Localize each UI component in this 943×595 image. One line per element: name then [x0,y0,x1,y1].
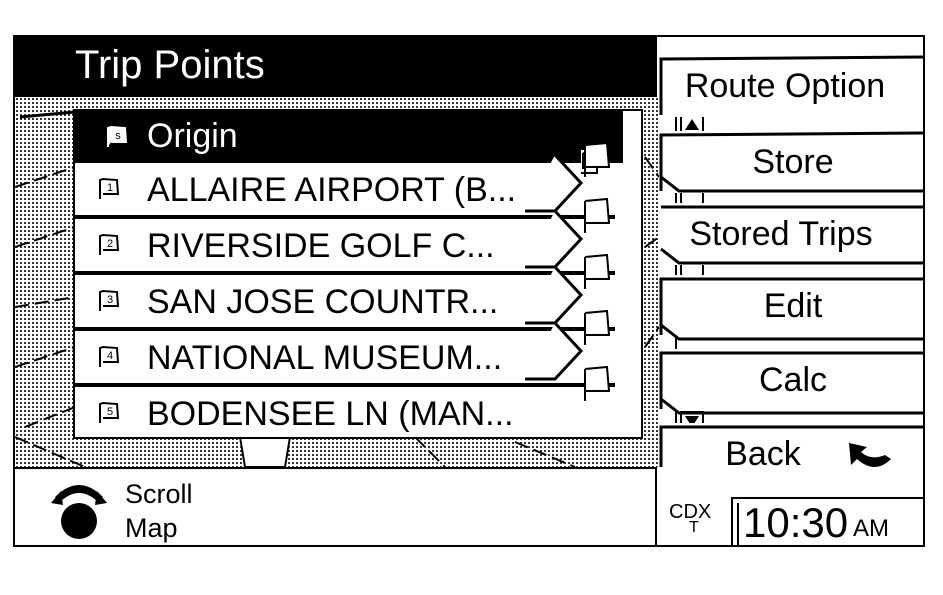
route-option-label: Route Option [684,67,886,105]
list-item-arrow [525,267,584,325]
flag-icon[interactable] [584,365,611,401]
clock-divider [737,503,739,545]
clock-box: 10:30 AM [731,497,923,546]
row-divider [75,327,615,331]
joystick-icon [51,485,107,539]
flag-icon: 3 [99,289,120,311]
nav-screen: Trip Points s Origin [13,35,925,547]
button-outline [660,205,923,265]
flag-icon: 5 [99,401,120,423]
row-divider [75,383,615,387]
list-item-label: SAN JOSE COUNTR... [147,283,499,321]
list-item-arrow [525,155,584,213]
flag-icon: 4 [99,345,120,367]
source-sub-label: T [689,519,699,536]
list-item[interactable]: 5 BODENSEE LN (MAN... [75,387,671,443]
svg-text:s: s [115,130,121,142]
arrow-up-icon[interactable] [685,119,699,130]
flag-icon[interactable] [584,141,611,177]
scroll-label: Scroll [125,479,193,509]
calc-button[interactable]: Calc [659,349,923,415]
status-area: CDX T 10:30 AM [655,467,923,546]
list-item-label: ALLAIRE AIRPORT (B... [147,171,517,209]
edit-label: Edit [763,287,823,325]
flag-icon[interactable] [584,309,611,345]
svg-text:4: 4 [107,350,113,362]
stored-trips-button[interactable]: Stored Trips [659,203,923,265]
stored-trips-label: Stored Trips [689,215,873,253]
origin-label: Origin [147,117,238,155]
svg-text:3: 3 [107,294,113,306]
clock-ampm: AM [853,515,889,542]
page-title: Trip Points [75,43,265,87]
button-outline [659,351,923,415]
list-item[interactable]: 4 NATIONAL MUSEUM... [75,323,671,387]
flag-icon[interactable] [584,197,611,233]
scroll-map-area[interactable]: Scroll Map [15,467,655,545]
arrow-down-icon[interactable] [685,416,699,427]
list-item[interactable]: 1 ALLAIRE AIRPORT (B... [75,155,671,219]
button-outline [659,277,923,341]
button-outline [659,55,923,115]
list-item-label: NATIONAL MUSEUM... [147,339,503,377]
map-label: Map [125,513,178,543]
flag-icon: 1 [99,177,120,199]
svg-text:1: 1 [107,182,113,194]
origin-flag-icon: s [107,125,128,147]
row-divider [75,215,615,219]
edit-button[interactable]: Edit [659,275,923,341]
svg-text:2: 2 [107,238,113,250]
list-item-label: BODENSEE LN (MAN... [147,395,514,433]
row-divider [75,271,615,275]
route-option-button[interactable]: Route Option [659,55,923,117]
origin-row[interactable]: s Origin [75,111,623,163]
list-item[interactable]: 3 SAN JOSE COUNTR... [75,267,671,331]
flag-icon[interactable] [584,253,611,289]
list-item-arrow [525,211,584,269]
clock-time: 10:30 [743,499,849,546]
svg-text:5: 5 [107,406,113,418]
list-item-arrow [525,323,584,381]
button-outline [659,131,923,193]
calc-label: Calc [758,361,828,399]
store-button[interactable]: Store [659,131,923,193]
trip-point-list: s Origin 1 ALLAIRE AIRPORT (B... 2 RIVER… [73,109,704,439]
list-item-label: RIVERSIDE GOLF C... [147,227,495,265]
back-arrow-icon [849,443,891,467]
store-label: Store [752,143,834,181]
back-label: Back [725,435,801,473]
flag-icon: 2 [99,233,120,255]
list-item[interactable]: 2 RIVERSIDE GOLF C... [75,211,671,275]
source-label: CDX [669,501,712,523]
title-bar: Trip Points [15,37,657,97]
flag-buttons [584,141,611,401]
